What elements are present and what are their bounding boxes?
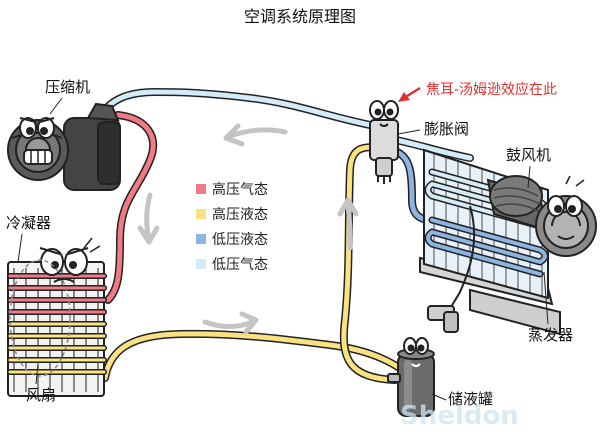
flow-arrow-icon xyxy=(223,123,288,147)
pipe-high-liquid-bottom-fill xyxy=(102,331,408,381)
receiver-drier-label: 储液罐 xyxy=(448,390,493,408)
receiver-drier-icon xyxy=(387,337,435,417)
expansion-valve-label: 膨胀阀 xyxy=(424,120,469,138)
compressor-leader xyxy=(49,97,63,115)
expansion-valve-leader xyxy=(397,129,421,135)
evaporator-icon xyxy=(419,148,561,336)
receiver-drier-leader xyxy=(431,393,447,401)
fan-icon xyxy=(9,259,71,377)
fan-leader xyxy=(35,363,39,385)
legend-label-2: 低压液态 xyxy=(212,232,268,248)
pipe-high-liquid-riser-fill xyxy=(341,144,398,383)
diagram-title: 空调系统原理图 xyxy=(244,7,356,26)
flow-arrow-icon xyxy=(202,311,259,335)
condenser-icon xyxy=(7,237,107,397)
blower-leader xyxy=(527,165,531,189)
condenser-leader xyxy=(17,233,23,263)
legend-label-1: 高压液态 xyxy=(212,206,268,223)
flow-arrow-icon xyxy=(137,192,160,245)
pipe-low-liquid-fill xyxy=(389,147,435,223)
pipe-low-gas-return-fill xyxy=(393,137,473,161)
joule-thomson-note: 焦耳-汤姆逊效应在此 xyxy=(426,81,557,98)
flow-arrow-icon xyxy=(337,197,359,251)
flow-arrows xyxy=(137,123,359,335)
expansion-valve-icon xyxy=(369,100,399,184)
legend-swatch-1 xyxy=(196,209,206,219)
compressor-icon xyxy=(7,102,121,191)
evaporator-leader xyxy=(543,271,549,325)
legend-label-3: 低压气态 xyxy=(212,257,268,273)
condenser-label: 冷凝器 xyxy=(6,214,51,232)
compressor-label: 压缩机 xyxy=(45,78,90,96)
pipe-low-gas-top-fill xyxy=(97,89,388,131)
fan-label: 风扇 xyxy=(26,386,56,404)
pipe-high-gas-fill xyxy=(105,112,156,303)
blower-icon xyxy=(486,175,597,257)
pipes xyxy=(96,88,474,384)
legend: 高压气态 高压液态 低压液态 低压气态 xyxy=(196,181,268,273)
annotation-arrow-icon xyxy=(398,86,421,102)
blower-label: 鼓风机 xyxy=(506,146,551,164)
legend-swatch-3 xyxy=(196,259,206,269)
legend-swatch-2 xyxy=(196,234,206,244)
legend-label-0: 高压气态 xyxy=(212,181,268,198)
evaporator-label: 蒸发器 xyxy=(528,326,573,344)
legend-swatch-0 xyxy=(196,184,206,194)
watermark: Sheldon xyxy=(400,401,519,431)
